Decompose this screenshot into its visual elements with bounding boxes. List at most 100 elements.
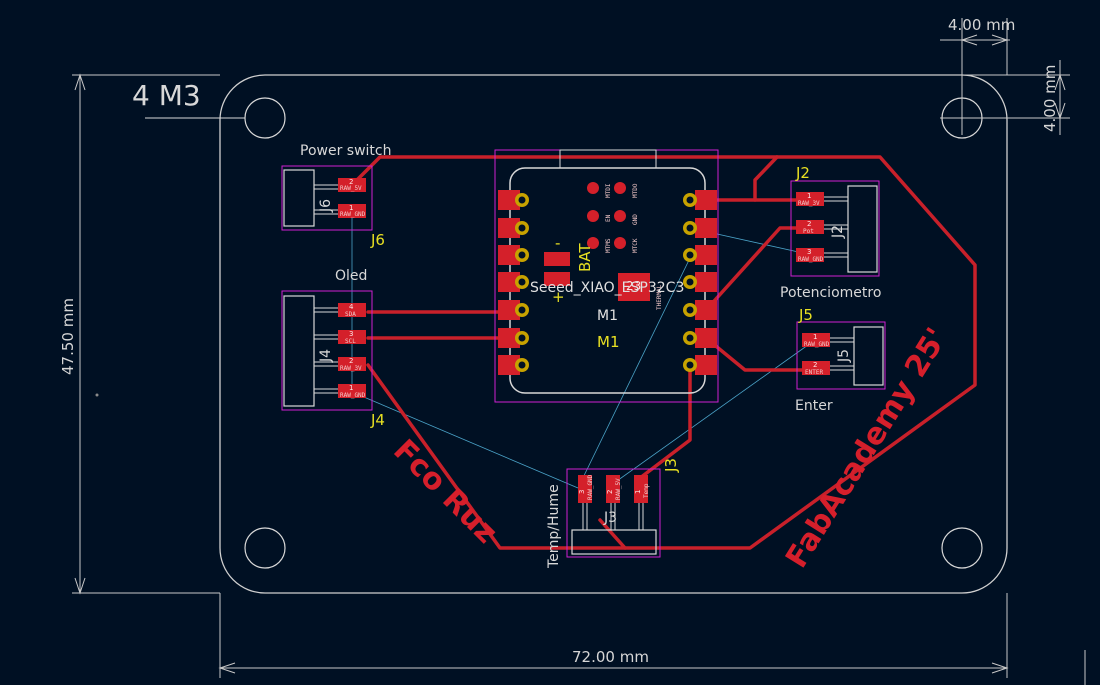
j5-pad-2 [802,361,830,375]
origin-marker [95,393,99,397]
j3-pad-2-label: RAW_5V [615,478,622,500]
module-ref-fab: M1 [597,333,620,351]
j5-ref-body: J5 [836,349,852,363]
dim-hole-x: 4.00 mm [948,16,1015,34]
j4-ref: J4 [370,411,385,429]
j4-pad-4 [338,303,366,317]
module-ref-silk: M1 [597,308,618,324]
bat-minus-label: - [555,234,560,252]
usb-outline [559,149,657,169]
thermal-label: THERMAL [656,284,663,310]
connector-j5[interactable]: 1 RAW_GND 2 ENTER J5 J5 Enter [795,306,886,414]
j5-ref: J5 [798,306,813,324]
j4-pad-3-num: 3 [349,330,353,338]
j3-pad-1-label: Temp [643,483,650,498]
j2-pad-1 [796,192,824,206]
j3-pad-3 [578,475,592,503]
module-left-pads [498,190,529,375]
j5-body [853,326,884,386]
j6-pad-1 [338,204,366,218]
j3-pad-1-num: 1 [634,490,642,494]
j3-courtyard [566,468,661,558]
j2-pad-3-label: RAW_GND [798,256,824,263]
j6-pad-2-label: RAW_5V [340,185,362,192]
connector-j3[interactable]: 3 RAW_GND 2 RAW_5V 1 Temp J3 J3 Temp/Hum… [546,458,680,569]
jtag-pads [587,182,626,249]
j4-pad-2-num: 2 [349,357,353,365]
j2-pins [822,196,848,258]
j5-pad-1-label: RAW_GND [804,341,830,348]
module-value: Seeed_XIAO_ESP32C3 [530,280,684,296]
j4-ref-body: J4 [318,349,334,363]
connector-j2[interactable]: 1 RAW_3V 2 Pot 3 RAW_GND J2 J2 Potenciom… [780,164,881,301]
j2-pad-1-num: 1 [807,192,811,200]
author-silkscreen: Fco Ruz [386,433,504,551]
j5-pad-2-label: ENTER [805,369,823,376]
j4-pad-2-label: RAW_3V [340,365,362,372]
j5-pad-2-num: 2 [813,361,817,369]
jtag-1-left: MTDI [605,183,612,198]
dim-hole-y: 4.00 mm [1041,65,1059,132]
j5-pad-1-num: 1 [813,333,817,341]
mounting-label: 4 M3 [132,79,201,112]
jtag-2-left: EN [605,214,612,222]
j2-pad-2-num: 2 [807,220,811,228]
j3-pad-3-label: RAW_GND [587,474,594,500]
bat-pad-plus [544,272,570,286]
j2-courtyard [790,180,880,277]
j6-pad-2-num: 2 [349,178,353,186]
j2-ref-body: J2 [830,225,846,239]
j2-pad-2 [796,220,824,234]
j2-ref: J2 [795,164,810,182]
thermal-pad [618,273,650,301]
j3-ref-body: J3 [603,510,617,526]
j5-value: Enter [795,398,833,414]
j4-pad-3-label: SCL [345,338,356,345]
bat-plus-label: + [552,288,565,306]
j4-pad-3 [338,330,366,344]
j2-body [847,185,878,273]
j6-ref: J6 [370,231,385,249]
j2-pad-2-label: Pot [803,228,814,235]
course-silkscreen: FabAcademy 25' [779,322,955,574]
j3-pad-2-num: 2 [606,490,614,494]
j6-pad-2 [338,178,366,192]
j6-courtyard [281,165,373,231]
mounting-hole-br [941,527,983,569]
j2-value: Potenciometro [780,285,881,301]
j5-pad-1 [802,333,830,347]
j6-pad-1-num: 1 [349,204,353,212]
board-edge [219,74,1008,594]
j6-body [283,169,315,227]
dim-height: 47.50 mm [59,298,77,375]
j3-ref: J3 [662,458,680,473]
j3-pad-2 [606,475,620,503]
bat-pad-minus [544,252,570,266]
copper-tracks [350,155,977,550]
j4-pad-2 [338,357,366,371]
j6-ref-body: J6 [318,199,334,213]
j6-value: Power switch [300,143,391,159]
mounting-hole-tl [244,97,286,139]
module-right-pads [683,190,717,375]
j4-pad-1 [338,384,366,398]
connector-j4[interactable]: 4 SDA 3 SCL 2 RAW_3V 1 RAW_GND J4 Oled J… [281,268,385,429]
jtag-3-left: MTMS [605,238,612,253]
j6-pad-1-label: RAW_GND [340,211,366,218]
j4-courtyard [281,290,373,411]
jtag-1-right: MTDO [632,183,639,198]
j5-courtyard [796,321,886,390]
dimension-lines [72,18,1086,685]
j4-pins [314,307,340,394]
connector-j6[interactable]: 2 RAW_5V 1 RAW_GND J6 Power switch J6 [281,143,391,249]
j3-pad-1 [634,475,648,503]
jtag-2-right: GND [632,214,639,225]
j5-pins [828,337,854,371]
dim-width: 72.00 mm [572,648,649,666]
j3-body [571,529,657,555]
j4-value: Oled [335,268,367,284]
xiao-module[interactable]: MTDI MTDO EN GND MTMS MTCK BAT - + 23 TH… [494,149,719,403]
j2-pad-1-label: RAW_3V [798,200,820,207]
j3-value: Temp/Hume [546,484,562,569]
